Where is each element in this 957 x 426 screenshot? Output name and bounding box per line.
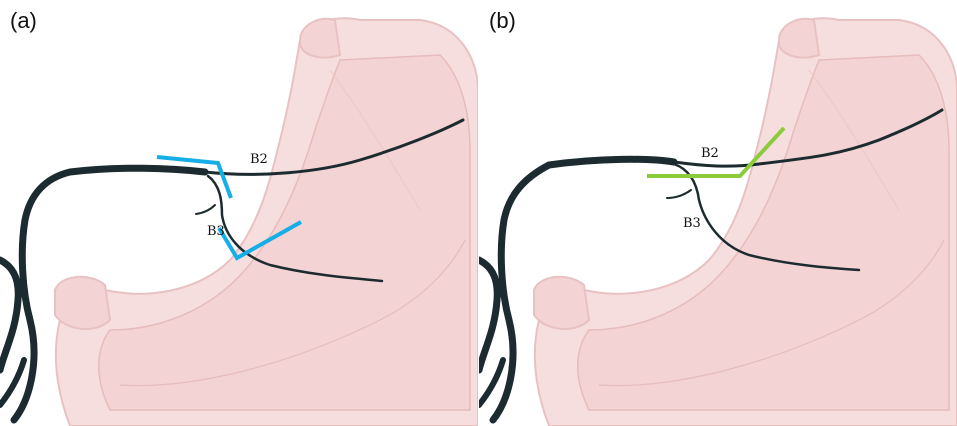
branch-label-b2: B2 (250, 152, 268, 167)
stomach-inner-lining (578, 55, 949, 410)
branch-label-b3: B3 (683, 216, 701, 231)
esophagus-stub (779, 19, 819, 58)
pylorus-tube (534, 277, 589, 329)
stomach-illustration-a (0, 0, 478, 426)
pylorus-tube (55, 277, 110, 329)
panel-b: (b) B2 B3 (479, 0, 957, 426)
vessel-twig (667, 190, 691, 198)
branch-label-b3: B3 (207, 224, 225, 239)
branch-label-b2: B2 (701, 146, 719, 161)
esophagus-stub (300, 19, 340, 58)
panel-label: (b) (489, 8, 516, 34)
panel-a: (a) B2 B3 (0, 0, 478, 426)
panel-label: (a) (10, 8, 37, 34)
stomach-illustration-b (479, 0, 957, 426)
vessel-twig (196, 205, 215, 214)
